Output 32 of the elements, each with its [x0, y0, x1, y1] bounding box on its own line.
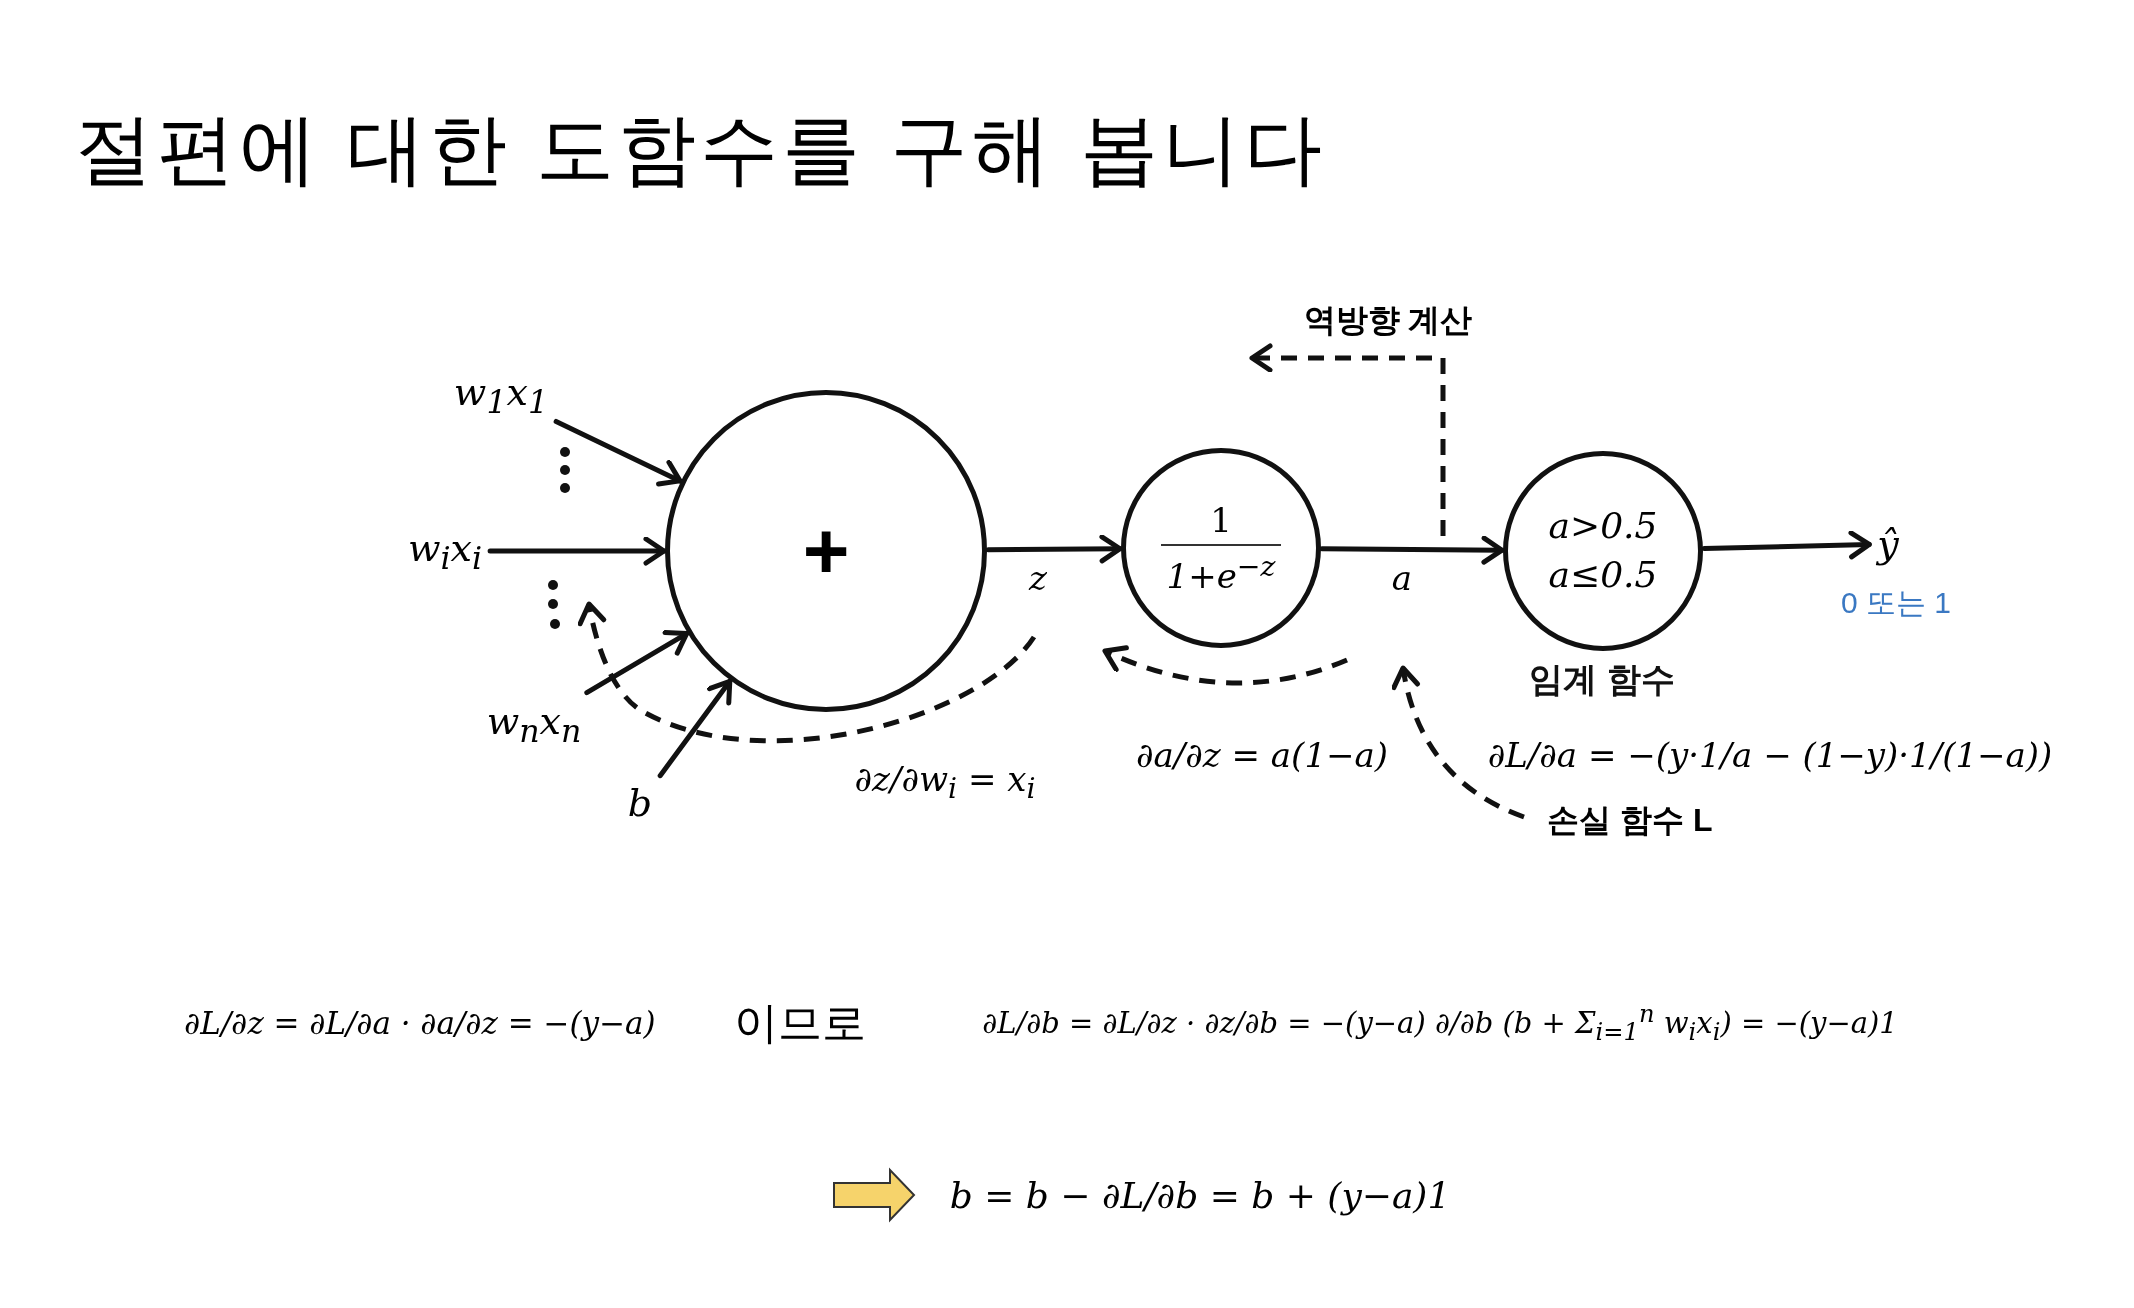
fraction-numerator: 1	[1210, 499, 1232, 540]
neuron-circle	[1503, 451, 1703, 651]
neuron-circle	[665, 390, 987, 712]
neuron-circle	[1121, 448, 1321, 648]
formula: ∂z/∂w$_{i}$ = x$_{i}$	[854, 758, 1036, 806]
formula: ∂a/∂z = a(1−a)	[1135, 735, 1389, 775]
input-label: b	[627, 781, 653, 825]
sum-symbol: +	[802, 511, 850, 591]
arrow	[1701, 530, 1872, 560]
formula: ∂L/∂b = ∂L/∂z · ∂z/∂b = −(y−a) ∂/∂b (b + Σ$_{i=1}$$^{n}$ w$_{i}$x$_{i}$) = −(y−a)1	[982, 1000, 1898, 1046]
connective-text: 이므로	[734, 996, 866, 1049]
arrow	[985, 534, 1123, 564]
fraction-denominator: 1+e$^{−z}$	[1166, 549, 1276, 597]
condition-text: a≤0.5	[1548, 553, 1658, 597]
formula: b = b − ∂L/∂b = b + (y−a)1	[949, 1174, 1451, 1216]
arrow	[1319, 535, 1505, 565]
input-label: w$_{1}$x$_{1}$	[453, 369, 549, 421]
arrow	[553, 418, 683, 487]
function-caption: 임계 함수	[1529, 659, 1675, 700]
arrow	[487, 536, 667, 566]
output-caption: 0 또는 1	[1841, 584, 1951, 621]
condition-text: a>0.5	[1548, 504, 1658, 549]
input-label: w$_{i}$x$_{i}$	[407, 525, 483, 577]
title: 절편에 대한 도함수를 구해 봅니다	[75, 103, 1326, 195]
input-label: w$_{n}$x$_{n}$	[486, 698, 582, 750]
formula: ∂L/∂z = ∂L/∂a · ∂a/∂z = −(y−a)	[184, 1005, 656, 1041]
loss-caption: 손실 함수 L	[1547, 801, 1713, 840]
arrow	[657, 678, 733, 779]
arrow	[584, 629, 690, 696]
output-label: ŷ	[1877, 522, 1899, 566]
formula: ∂L/∂a = −(y·1/a − (1−y)·1/(1−a))	[1487, 735, 2053, 775]
direction-caption: 역방향 계산	[1303, 301, 1473, 340]
